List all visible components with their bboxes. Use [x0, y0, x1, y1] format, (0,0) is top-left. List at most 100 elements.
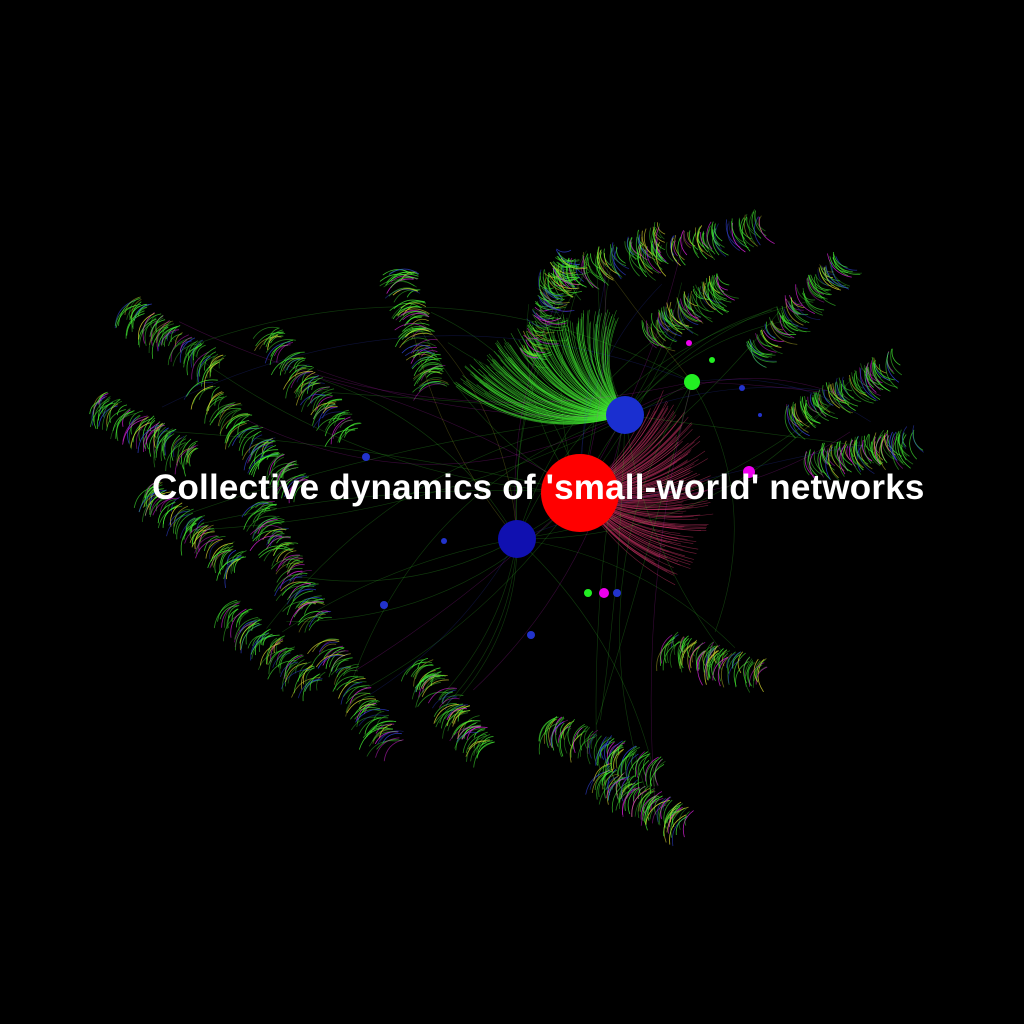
citation-edge: [165, 442, 186, 472]
citation-edge: [534, 306, 549, 312]
citation-edge: [138, 489, 167, 513]
citation-edge: [134, 303, 152, 320]
citation-edge: [670, 235, 675, 256]
citation-edge: [689, 230, 699, 250]
citation-edge: [374, 731, 399, 745]
citation-edge: [654, 798, 660, 815]
citation-edge: [257, 650, 287, 671]
citation-edge: [557, 725, 571, 743]
citation-edge: [807, 281, 823, 299]
citation-edge: [802, 397, 821, 424]
citation-edge: [545, 288, 563, 297]
citation-edge: [682, 810, 694, 838]
citation-edge: [653, 226, 660, 247]
citation-edge: [234, 556, 244, 573]
citation-edge: [200, 524, 214, 542]
citation-edge: [219, 413, 250, 434]
citation-edge: [228, 427, 257, 448]
citation-edge: [410, 346, 437, 364]
citation-edge: [288, 478, 304, 504]
citation-edge: [544, 718, 556, 735]
citation-edge: [746, 344, 777, 363]
citation-edge: [519, 347, 539, 360]
citation-edge: [251, 518, 275, 539]
citation-edge: [106, 409, 126, 431]
citation-edge: [544, 277, 556, 305]
citation-edge: [285, 655, 304, 687]
citation-edge: [155, 428, 177, 458]
citation-edge: [268, 647, 293, 665]
citation-edge: [317, 611, 329, 622]
citation-edge: [420, 377, 442, 387]
citation-edge: [358, 717, 389, 735]
citation-edge: [439, 691, 454, 700]
citation-edge: [534, 320, 549, 331]
citation-edge: [595, 414, 626, 755]
green-node: [684, 374, 700, 390]
citation-edge: [606, 738, 615, 754]
citation-edge: [251, 619, 262, 632]
citation-edge: [587, 256, 604, 282]
citation-edge: [731, 218, 749, 249]
citation-edge: [516, 394, 844, 540]
citation-edge: [672, 309, 681, 327]
citation-edge: [314, 392, 332, 412]
citation-edge: [554, 265, 581, 285]
citation-edge: [184, 517, 196, 532]
citation-edge: [204, 351, 217, 371]
citation-edge: [666, 810, 677, 824]
citation-edge: [829, 260, 851, 287]
citation-edge: [164, 428, 174, 441]
citation-edge: [890, 348, 903, 376]
citation-edge: [286, 492, 581, 623]
citation-edge: [533, 314, 562, 322]
citation-edge: [691, 378, 871, 423]
citation-edge: [640, 244, 660, 274]
citation-edge: [656, 318, 667, 342]
citation-edge: [710, 281, 728, 314]
citation-edge: [352, 414, 626, 678]
citation-edge: [238, 427, 264, 451]
citation-edge: [330, 653, 351, 672]
citation-edge: [473, 738, 490, 756]
citation-edge: [473, 414, 626, 691]
citation-edge: [761, 328, 783, 355]
citation-edge: [890, 431, 897, 458]
citation-edge: [624, 309, 773, 416]
citation-edge: [573, 727, 583, 754]
citation-edge: [663, 311, 680, 327]
citation-edge: [555, 272, 574, 298]
citation-edge: [266, 462, 290, 480]
citation-edge: [384, 289, 421, 299]
citation-edge: [420, 676, 441, 688]
citation-edge: [270, 335, 284, 344]
citation-edge: [274, 344, 291, 357]
citation-edge: [549, 719, 569, 746]
citation-edge: [231, 551, 244, 563]
citation-edge: [539, 308, 554, 320]
citation-edge: [858, 441, 875, 475]
citation-edge: [657, 319, 677, 343]
citation-edge: [218, 409, 241, 427]
citation-edge: [297, 616, 324, 626]
citation-edge: [803, 451, 810, 476]
citation-edge: [692, 232, 700, 259]
citation-edge: [711, 276, 727, 307]
citation-edge: [683, 291, 698, 307]
citation-edge: [716, 273, 730, 286]
citation-edge: [151, 326, 168, 341]
citation-edge: [779, 315, 795, 339]
citation-edge: [332, 675, 358, 692]
citation-edge: [833, 445, 841, 462]
citation-edge: [892, 436, 904, 469]
citation-edge: [891, 433, 905, 466]
citation-edge: [315, 654, 346, 668]
citation-edge: [873, 357, 887, 374]
citation-edge: [300, 382, 319, 401]
citation-edge: [680, 298, 699, 319]
citation-edge: [557, 261, 579, 268]
citation-edge: [412, 382, 448, 393]
citation-edge: [157, 502, 176, 524]
citation-edge: [678, 301, 694, 334]
citation-edge: [225, 558, 240, 580]
